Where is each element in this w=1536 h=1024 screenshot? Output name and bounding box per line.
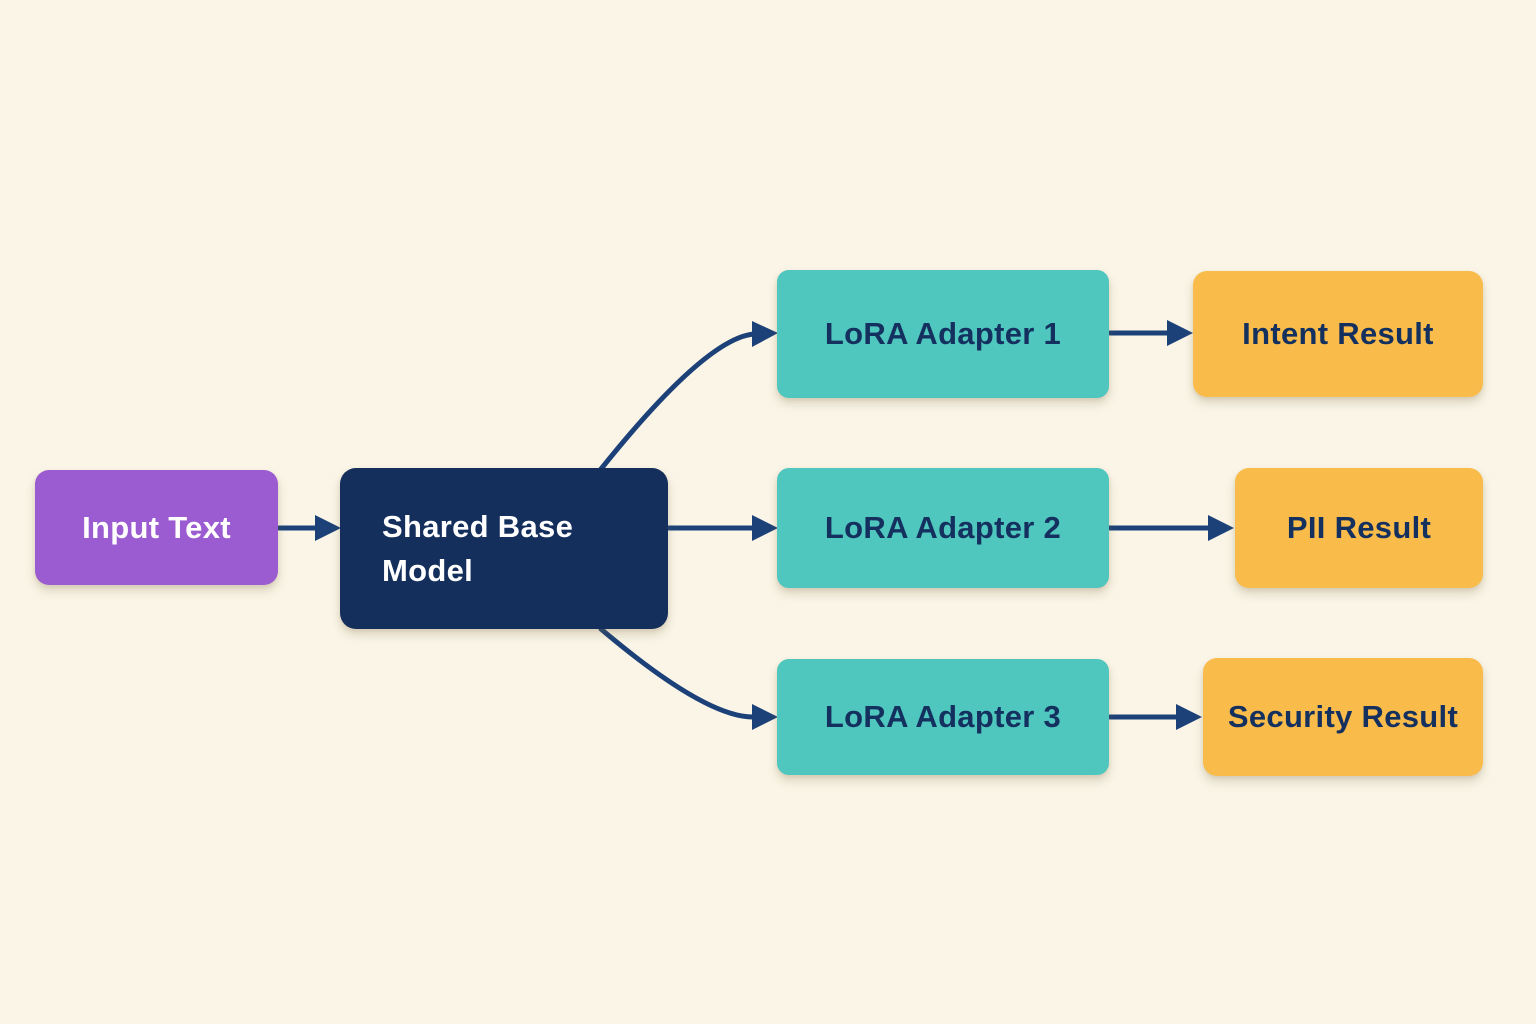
arrow-adapter2-to-pii [1107, 515, 1234, 541]
arrow-adapter1-to-intent [1107, 320, 1193, 346]
node-input-text: Input Text [35, 470, 278, 585]
node-security-result-label: Security Result [1227, 699, 1459, 734]
node-intent-result: Intent Result [1193, 271, 1483, 397]
node-lora-adapter-1: LoRA Adapter 1 [777, 270, 1109, 398]
node-lora-adapter-2: LoRA Adapter 2 [777, 468, 1109, 588]
arrow-adapter3-to-security [1107, 704, 1202, 730]
node-security-result: Security Result [1203, 658, 1483, 776]
arrow-model-to-adapter2 [666, 515, 778, 541]
arrow-model-to-adapter3 [598, 626, 778, 730]
node-pii-result: PII Result [1235, 468, 1483, 588]
node-intent-result-label: Intent Result [1242, 316, 1434, 351]
arrow-model-to-adapter1 [598, 321, 778, 472]
node-pii-result-label: PII Result [1286, 510, 1432, 545]
arrow-input-to-model [276, 515, 341, 541]
node-lora-adapter-3: LoRA Adapter 3 [777, 659, 1109, 775]
node-input-text-label: Input Text [82, 509, 231, 545]
node-shared-base-model: Shared Base Model [340, 468, 668, 629]
node-lora-adapter-2-label: LoRA Adapter 2 [824, 510, 1062, 545]
node-lora-adapter-3-label: LoRA Adapter 3 [824, 699, 1062, 734]
node-lora-adapter-1-label: LoRA Adapter 1 [824, 316, 1062, 351]
node-shared-base-model-label: Shared Base Model [382, 508, 574, 588]
